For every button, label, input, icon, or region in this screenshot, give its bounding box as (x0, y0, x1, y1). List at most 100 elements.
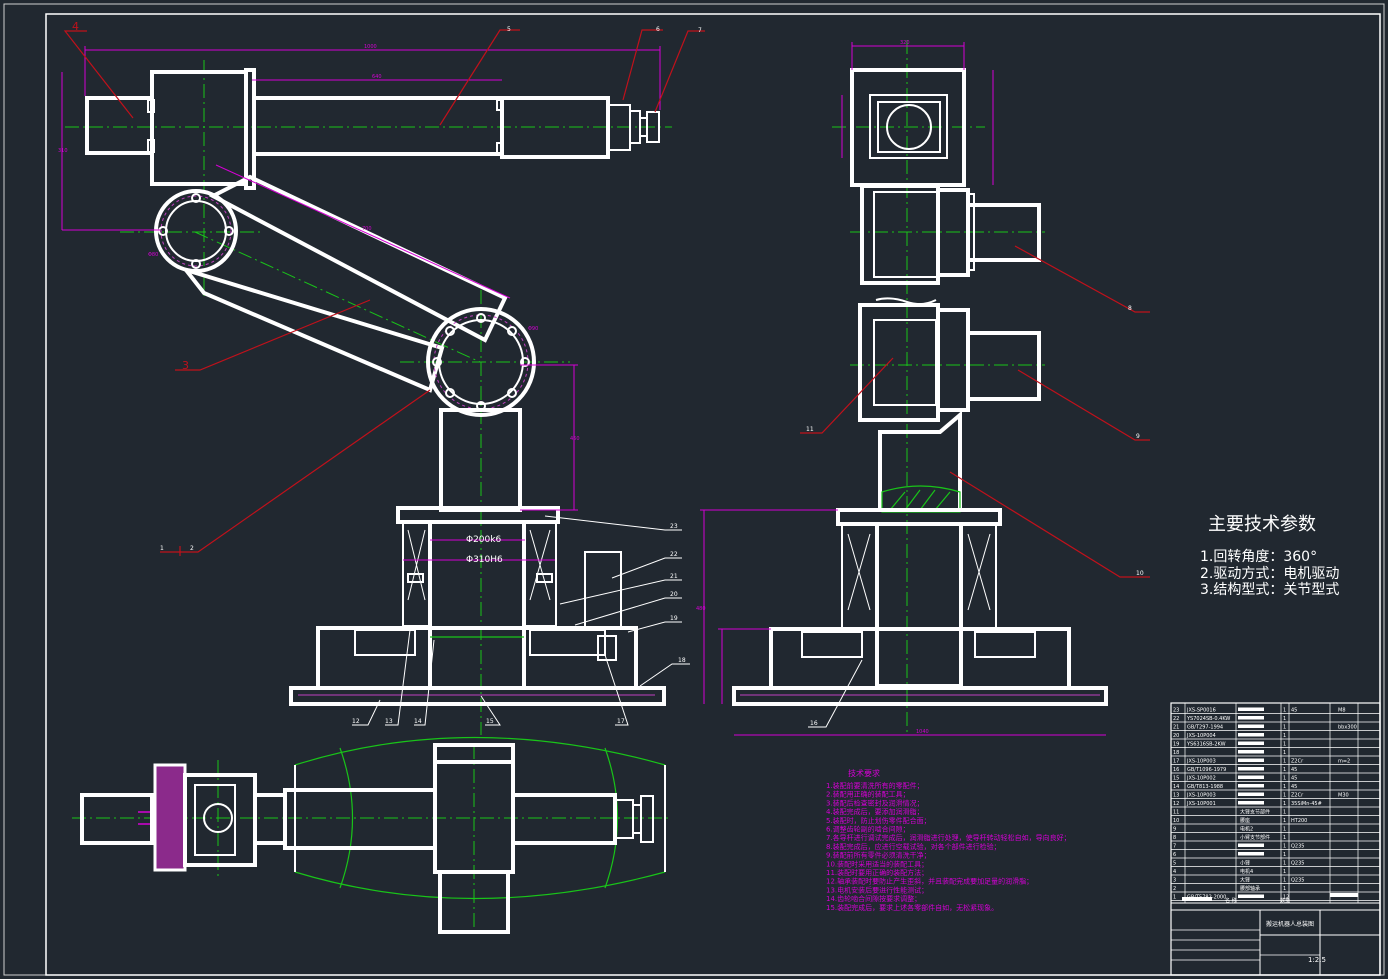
tech-req-item: 15.装配完成后，要求上述各零部件自如，无松紧现象。 (826, 903, 998, 912)
svg-text:320: 320 (900, 40, 910, 46)
bom-cell: 1 (1283, 784, 1286, 790)
tech-req-item: 8.装配完成后，应进行空载试验，对各个部件进行检验； (826, 842, 1001, 851)
bom-cell: 1 (1283, 716, 1286, 722)
bom-cell: 7 (1173, 844, 1176, 850)
tech-req-item: 14.齿轮啮合间隙按要求调整； (826, 894, 921, 903)
bom-cell: 大臂 (1240, 877, 1250, 884)
bom-cell: 12 (1173, 801, 1179, 807)
bom-cell: 4 (1173, 869, 1176, 875)
bom-cell: 8 (1173, 835, 1176, 841)
bom-cell: 17 (1173, 759, 1179, 765)
bom-cell: YS6316SB-2KW (1186, 742, 1226, 748)
bom-name-redacted (1238, 724, 1264, 728)
bom-cell: 6 (1173, 852, 1176, 858)
balloon-13: 13 (385, 718, 393, 725)
bom-cell: JXS-10P003 (1186, 793, 1216, 799)
bom-name-redacted (1238, 775, 1264, 779)
balloon-1: 1 (160, 545, 164, 552)
spec-item-2: 2.驱动方式：电机驱动 (1200, 566, 1339, 582)
bom-cell: 1 (1283, 861, 1286, 867)
balloon-10: 10 (1136, 570, 1144, 577)
svg-text:700: 700 (362, 226, 372, 232)
tech-req-item: 12.轴承装配时要防止产生歪斜，并且装配完成要加足量的润滑脂； (826, 877, 1033, 886)
balloon-6: 6 (656, 26, 660, 33)
bom-cell: 45 (1291, 708, 1297, 714)
bom-cell: 1 (1283, 759, 1286, 765)
bom-cell: 1 (1283, 793, 1286, 799)
bom-cell: 1 (1283, 742, 1286, 748)
drawing-scale: 1:2.5 (1308, 956, 1326, 964)
bom-cell: JXS-10P003 (1186, 759, 1216, 765)
bom-name-redacted (1238, 716, 1264, 720)
svg-text:Φ90: Φ90 (528, 326, 538, 332)
balloon-8: 8 (1128, 305, 1132, 312)
bom-cell: 14 (1173, 784, 1179, 790)
bom-cell: 13 (1173, 793, 1179, 799)
bom-cell: Q235 (1291, 861, 1304, 867)
bom-cell: HT200 (1291, 818, 1307, 824)
bom-cell: GB/T297-1994 (1187, 725, 1223, 731)
tech-req-item: 10.装配时采用适当的装配工具； (826, 859, 928, 868)
bom-cell: m=2 (1338, 759, 1350, 765)
bom-name-redacted (1238, 801, 1264, 805)
bom-cell: 18 (1173, 750, 1179, 756)
balloon-22: 22 (670, 551, 678, 558)
bom-header-qty: 数量 (1280, 897, 1290, 904)
bom-cell: 电机2 (1240, 826, 1253, 833)
balloon-16: 16 (810, 720, 818, 727)
spec-item-1: 1.回转角度：360° (1200, 549, 1317, 565)
bom-cell: 9 (1173, 827, 1176, 833)
bom-cell: 1 (1283, 801, 1286, 807)
bom-cell: 小臂支节部件 (1240, 834, 1270, 841)
svg-text:Φ80: Φ80 (148, 252, 158, 258)
tech-req-item: 6.调整齿轮副的啮合间隙； (826, 825, 910, 834)
bom-name-redacted (1238, 733, 1264, 737)
bom-cell: 45 (1291, 776, 1297, 782)
spec-panel: 主要技术参数 1.回转角度：360° 2.驱动方式：电机驱动 3.结构型式：关节… (1200, 514, 1339, 598)
bom-cell: 35SiMn-45# (1291, 801, 1322, 807)
balloon-2: 2 (190, 545, 194, 552)
bom-cell: 1 (1283, 852, 1286, 858)
tech-req-item: 1.装配前要清洗所有的零配件； (826, 781, 924, 790)
bom-cell: GB/T1096-1979 (1187, 767, 1226, 773)
bom-cell: 3 (1173, 878, 1176, 884)
bom-name-redacted (1238, 784, 1264, 788)
bom-cell: YS7024SB-0.4KW (1186, 716, 1230, 722)
svg-text:640: 640 (372, 74, 382, 80)
bom-cell: 21 (1173, 725, 1179, 731)
bom-cell: Q235 (1291, 844, 1304, 850)
svg-text:1000: 1000 (364, 44, 377, 50)
bom-name-redacted (1238, 758, 1264, 762)
tech-req-item: 9.装配前所有零件必须清洗干净； (826, 851, 931, 860)
svg-text:310: 310 (58, 148, 68, 154)
bom-cell: 20 (1173, 733, 1179, 739)
bom-cell: 15 (1173, 776, 1179, 782)
bom-cell: 1 (1283, 835, 1286, 841)
balloon-9: 9 (1136, 433, 1140, 440)
drawing-title: 搬运机器人总装图 (1266, 920, 1314, 928)
bom-cell: 45 (1291, 767, 1297, 773)
balloon-23: 23 (670, 523, 678, 530)
balloon-17: 17 (617, 718, 625, 725)
bom-cell: M8 (1338, 708, 1346, 714)
balloon-20: 20 (670, 591, 678, 598)
balloon-4: 4 (72, 20, 79, 33)
bom-cell: 10 (1173, 818, 1179, 824)
tech-req-item: 3.装配后检查密封及润滑情况； (826, 798, 924, 807)
balloon-5: 5 (507, 26, 511, 33)
bom-cell: 22 (1173, 716, 1179, 722)
bom-cell: 1 (1173, 895, 1176, 901)
tech-req-item: 13.电机安装后要进行性能测试； (826, 885, 928, 894)
tech-req-item: 5.装配时，防止划伤零件配合面； (826, 816, 931, 825)
bom-name-redacted (1238, 750, 1264, 754)
bom-cell: 1 (1283, 733, 1286, 739)
fit-label-1: Φ200k6 (466, 535, 501, 545)
balloon-21: 21 (670, 573, 678, 580)
balloon-12: 12 (352, 718, 360, 725)
tech-req-title: 技术要求 (848, 768, 880, 778)
bom-cell: 1 (1283, 886, 1286, 892)
bom-name-redacted (1238, 843, 1264, 847)
bom-cell: 腰部轴承 (1240, 885, 1260, 892)
bom-cell: M30 (1338, 793, 1349, 799)
